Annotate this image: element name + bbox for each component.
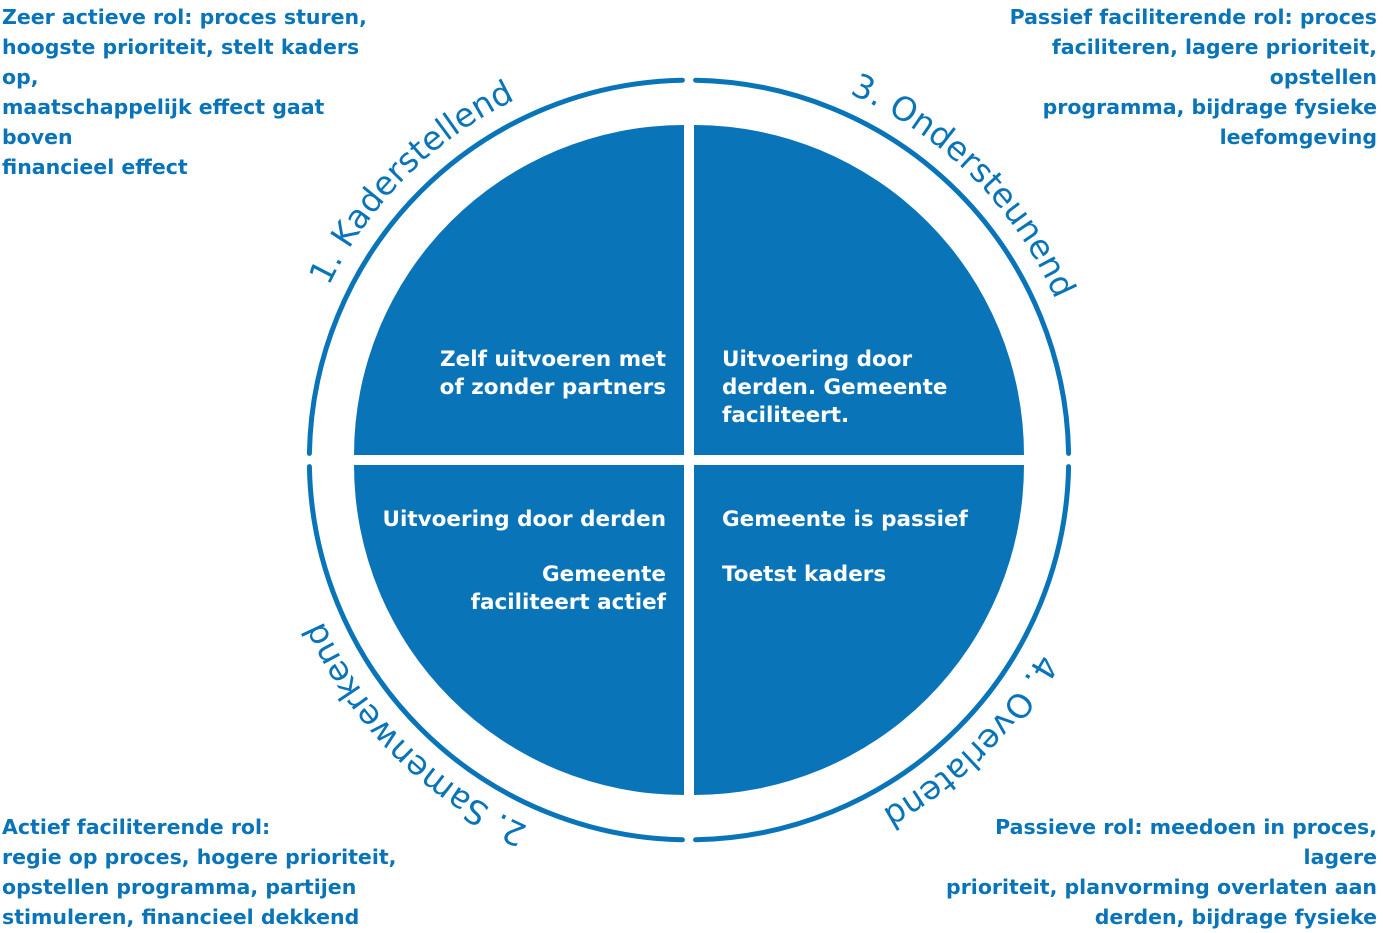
corner-text-top-right: Passief faciliterende rol: proces facili…	[957, 2, 1377, 152]
role-title-passief-faciliterende-rol: Passief faciliterende rol:	[1009, 5, 1293, 29]
quadrant-4-text: Gemeente is passief Toetst kaders	[722, 506, 1022, 589]
corner-line: maatschappelijk effect gaat boven	[2, 95, 325, 149]
quadrant-1-text: Zelf uitvoeren met of zonder partners	[366, 346, 666, 402]
quadrants	[354, 125, 1024, 795]
role-title-actief-faciliterende-rol: Actief faciliterende rol:	[2, 815, 271, 839]
corner-line: faciliteren, lagere prioriteit, opstelle…	[1051, 35, 1377, 89]
quadrant-line: faciliteert actief	[470, 590, 666, 615]
ring-segment-bottom-right	[693, 464, 1072, 843]
quadrant-3	[694, 125, 1024, 455]
quadrant-4	[694, 465, 1024, 795]
ring-segment-top-left	[306, 77, 685, 456]
corner-line: proces sturen,	[192, 5, 367, 29]
corner-line: derden, bijdrage fysieke leefomgeving	[1094, 905, 1377, 929]
corner-text-bottom-left: Actief faciliterende rol: regie op proce…	[2, 812, 402, 932]
corner-line: opstellen programma, partijen	[2, 875, 357, 899]
quadrant-line: Zelf uitvoeren met	[440, 347, 666, 372]
quadrant-line: derden. Gemeente	[722, 375, 948, 400]
outer-ring	[306, 77, 1072, 843]
corner-line: regie op proces, hogere prioriteit,	[2, 845, 397, 869]
quadrant-line: Uitvoering door	[722, 347, 913, 372]
corner-line: stimuleren, financieel dekkend	[2, 905, 360, 929]
quadrant-line: Gemeente	[542, 562, 666, 587]
quadrant-1	[354, 125, 684, 455]
corner-line: hoogste prioriteit, stelt kaders op,	[2, 35, 360, 89]
quadrant-line: of zonder partners	[439, 375, 666, 400]
quadrant-line: Toetst kaders	[722, 562, 887, 587]
corner-line: proces	[1292, 5, 1377, 29]
corner-text-top-left: Zeer actieve rol: proces sturen, hoogste…	[2, 2, 402, 182]
role-title-zeer-actieve-rol: Zeer actieve rol:	[2, 5, 193, 29]
quadrant-2-text: Uitvoering door derden Gemeente facilite…	[346, 506, 667, 617]
corner-text-bottom-right: Passieve rol: meedoen in proces, lagere …	[937, 812, 1377, 933]
corner-line: prioriteit, planvorming overlaten aan	[946, 875, 1377, 899]
corner-line: meedoen in proces, lagere	[1142, 815, 1377, 869]
ring-segment-top-right	[693, 77, 1072, 456]
quadrant-line: Uitvoering door derden	[382, 507, 667, 532]
corner-line: leefomgeving	[1219, 125, 1377, 149]
quadrant-line: faciliteert.	[722, 403, 850, 428]
quadrant-2	[354, 465, 684, 795]
corner-line: programma, bijdrage fysieke	[1042, 95, 1377, 119]
ring-segment-bottom-left	[306, 464, 685, 843]
quadrant-3-text: Uitvoering door derden. Gemeente facilit…	[722, 346, 1022, 430]
corner-line: financieel effect	[2, 155, 188, 179]
role-title-passieve-rol: Passieve rol:	[995, 815, 1143, 839]
quadrant-line: Gemeente is passief	[722, 507, 968, 532]
